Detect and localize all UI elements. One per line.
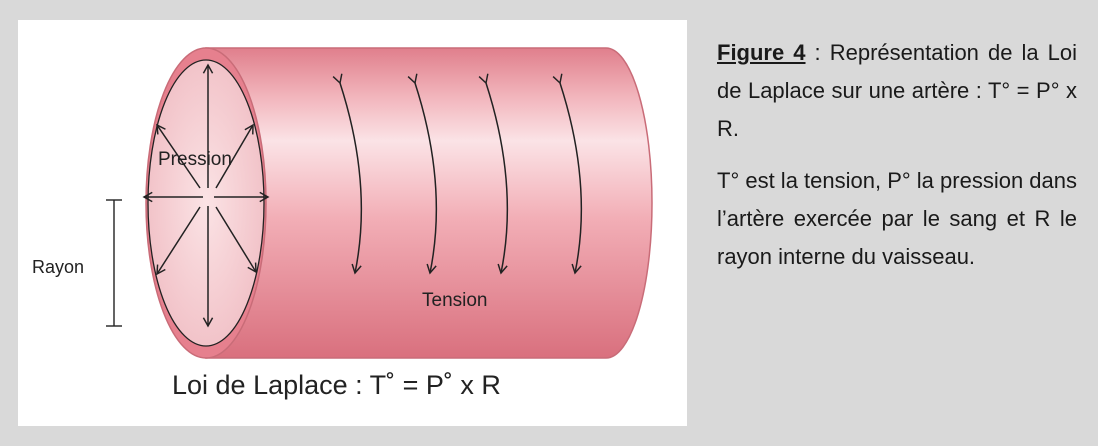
- tension-arrows: [332, 73, 583, 275]
- caption-body: T° est la tension, P° la pression dans l…: [717, 168, 1078, 269]
- caption-title: Figure 4 : Représentation de la Loi de L…: [717, 34, 1077, 148]
- laplace-diagram: [106, 47, 653, 359]
- rayon-bracket: [106, 199, 122, 327]
- label-tension: Tension: [422, 290, 488, 311]
- figure-panel: Pression Rayon Tension Loi de Laplace : …: [18, 20, 687, 426]
- formula-laplace: Loi de Laplace : T˚ = P˚ x R: [172, 370, 501, 400]
- figure-number: Figure 4: [717, 40, 806, 65]
- label-pression: Pression: [158, 149, 232, 170]
- figure-caption: Figure 4 : Représentation de la Loi de L…: [717, 34, 1077, 276]
- label-rayon: Rayon: [32, 257, 85, 277]
- pressure-arrows: [142, 63, 270, 328]
- caption-title-text: : Représentation de la Loi de Laplace su…: [717, 40, 1077, 141]
- vessel-lumen: [147, 59, 265, 347]
